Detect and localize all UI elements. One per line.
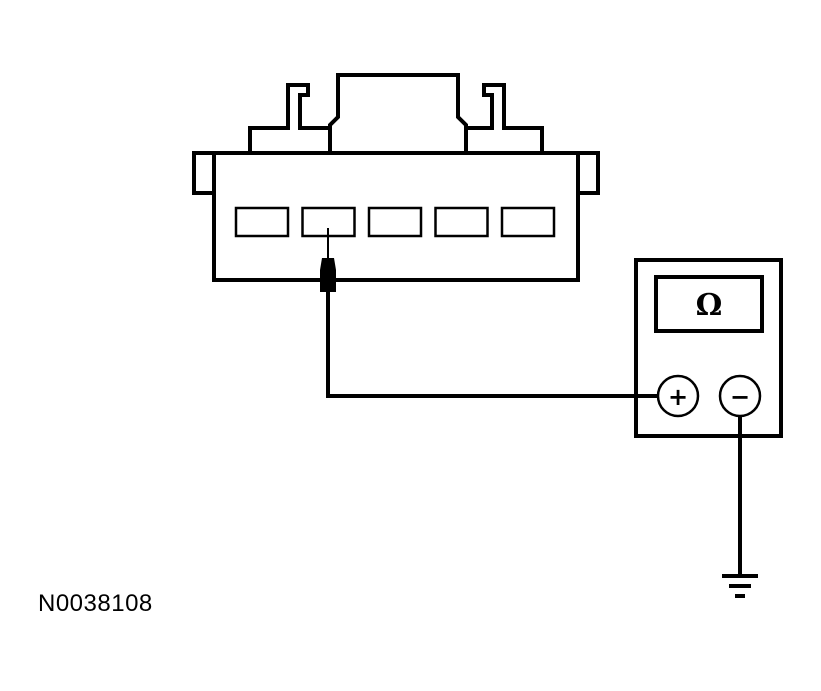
negative-terminal-sign: − [730,383,750,411]
positive-terminal-sign: + [668,383,688,411]
electrical-connector [192,73,600,282]
connector-cavity-3 [367,206,423,238]
connector-cavity-4 [434,206,489,238]
connector-right-hook [464,83,544,155]
positive-terminal [656,374,700,418]
probe-body [320,258,336,292]
connector-left-ear [192,151,216,195]
test-probe [320,228,336,292]
connector-latch [328,73,468,155]
connector-right-ear [576,151,600,195]
connector-body [212,151,580,282]
negative-terminal [718,374,762,418]
multimeter-body [634,258,783,438]
figure-reference-code: N0038108 [38,590,153,617]
ohm-symbol: Ω [696,288,723,323]
connector-left-hook [248,83,332,155]
connector-cavity-1 [234,206,290,238]
positive-lead-wire [326,290,660,398]
ground-symbol [722,574,758,598]
multimeter: Ω + − [634,258,783,438]
connector-cavities [234,206,556,238]
multimeter-display [654,275,764,333]
connector-cavity-5 [500,206,556,238]
